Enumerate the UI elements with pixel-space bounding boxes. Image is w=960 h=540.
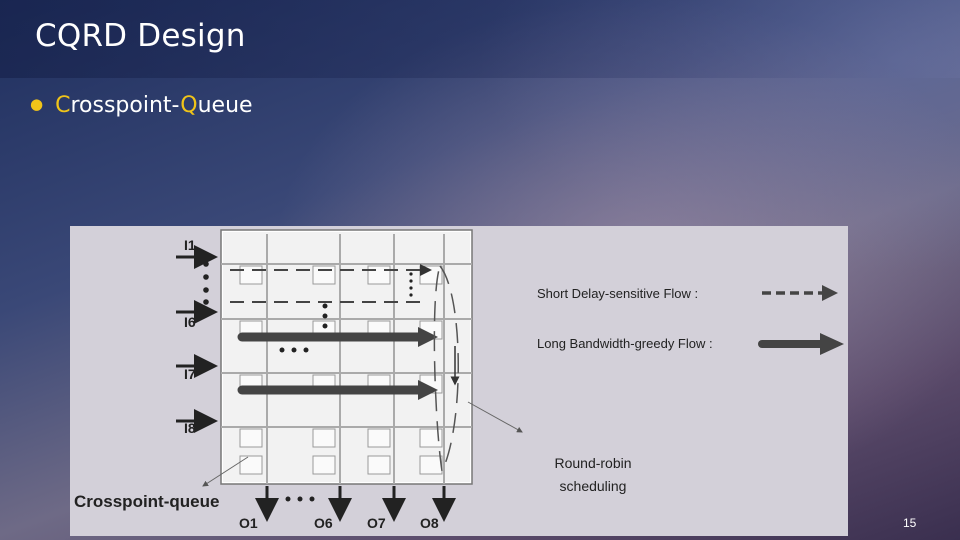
slide-title: CQRD Design bbox=[35, 18, 246, 54]
input-label-i7: I7 bbox=[184, 366, 196, 382]
input-ellipsis-dots bbox=[203, 261, 209, 305]
bullet-highlight-c: C bbox=[55, 93, 71, 118]
output-label-o8: O8 bbox=[420, 515, 439, 531]
cq-pointer bbox=[202, 456, 249, 487]
input-label-i1: I1 bbox=[184, 237, 196, 253]
rr-pointer bbox=[467, 401, 523, 433]
output-arrows bbox=[255, 486, 456, 522]
input-label-i6: I6 bbox=[184, 314, 196, 330]
bullet-dot-icon: ● bbox=[30, 95, 44, 113]
long-flows bbox=[237, 332, 425, 395]
crosspoint-queue-figure: I1 I6 I7 I8 bbox=[70, 226, 848, 536]
output-label-o1: O1 bbox=[239, 515, 258, 531]
bullet-highlight-q: Q bbox=[180, 93, 198, 118]
output-lines bbox=[266, 234, 445, 484]
bullet-text-1: rosspoint- bbox=[70, 93, 181, 118]
crosspoint-diagram: I1 I6 I7 I8 bbox=[74, 229, 844, 531]
title-bar bbox=[0, 0, 960, 78]
short-flows bbox=[230, 264, 432, 303]
bullet-text-2: ueue bbox=[197, 93, 253, 118]
page-number: 15 bbox=[903, 516, 917, 530]
rr-label-line1: Round-robin bbox=[554, 455, 631, 471]
input-label-i8: I8 bbox=[184, 420, 196, 436]
input-lines bbox=[221, 263, 472, 428]
legend-long-flow: Long Bandwidth-greedy Flow : bbox=[537, 336, 713, 351]
output-label-o6: O6 bbox=[314, 515, 333, 531]
input-arrows bbox=[176, 245, 218, 433]
fabric-ellipsis-dots bbox=[279, 272, 413, 353]
crosspoint-queue-label: Crosspoint-queue bbox=[74, 492, 219, 511]
legend-short-flow: Short Delay-sensitive Flow : bbox=[537, 286, 698, 301]
output-ellipsis-dots bbox=[285, 496, 315, 502]
bullet-item: ● Crosspoint-Queue bbox=[30, 93, 253, 118]
rr-label-line2: scheduling bbox=[560, 478, 627, 494]
round-robin-ellipse bbox=[433, 264, 459, 474]
output-label-o7: O7 bbox=[367, 515, 386, 531]
